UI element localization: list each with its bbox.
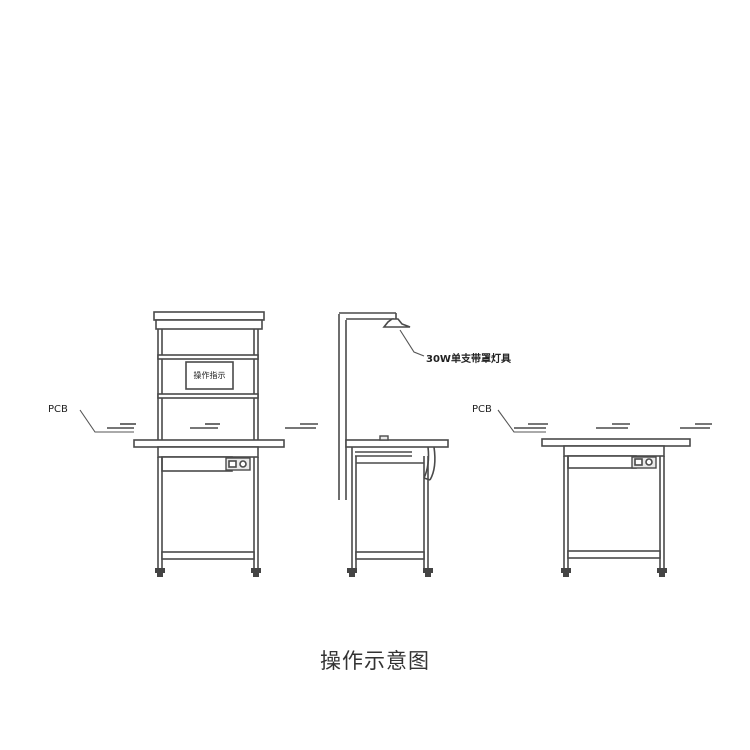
workbench-with-shelf: 操作指示 PCB <box>48 311 318 577</box>
right-control-box <box>631 456 657 469</box>
lamp-shade-icon <box>382 318 411 328</box>
front-rail <box>157 446 259 458</box>
right-indicator-icon <box>645 458 653 466</box>
pcb-leader-left <box>79 409 134 433</box>
indicator-icon <box>239 460 247 468</box>
middle-shelf <box>157 393 259 399</box>
drawer <box>161 456 233 472</box>
table-top <box>133 439 285 448</box>
right-table-top <box>541 438 691 447</box>
right-drawer <box>567 455 637 469</box>
shelf-top-rail <box>155 319 263 330</box>
shelf-top-cap <box>153 311 265 321</box>
pcb-label-right: PCB <box>472 404 492 415</box>
power-switch-icon <box>228 460 237 468</box>
lamp-leader <box>399 329 425 357</box>
lower-stretcher <box>161 551 255 560</box>
side-lower-stretcher <box>355 551 425 560</box>
right-power-switch-icon <box>634 458 643 466</box>
side-view-with-lamp: 30W单支带罩灯具 <box>338 312 511 577</box>
figure-caption: 操作示意图 <box>320 649 430 673</box>
instruction-sign <box>185 361 234 390</box>
right-front-rail <box>563 445 665 457</box>
upper-shelf <box>157 354 259 360</box>
pcb-leader-right <box>497 409 546 433</box>
right-lower-stretcher <box>567 550 661 559</box>
side-conveyor-top <box>345 439 449 448</box>
lamp-label: 30W单支带罩灯具 <box>426 352 511 365</box>
workbench-plain: PCB <box>472 404 712 577</box>
sign-text: 操作指示 <box>194 370 226 380</box>
pcb-label-left: PCB <box>48 404 68 415</box>
